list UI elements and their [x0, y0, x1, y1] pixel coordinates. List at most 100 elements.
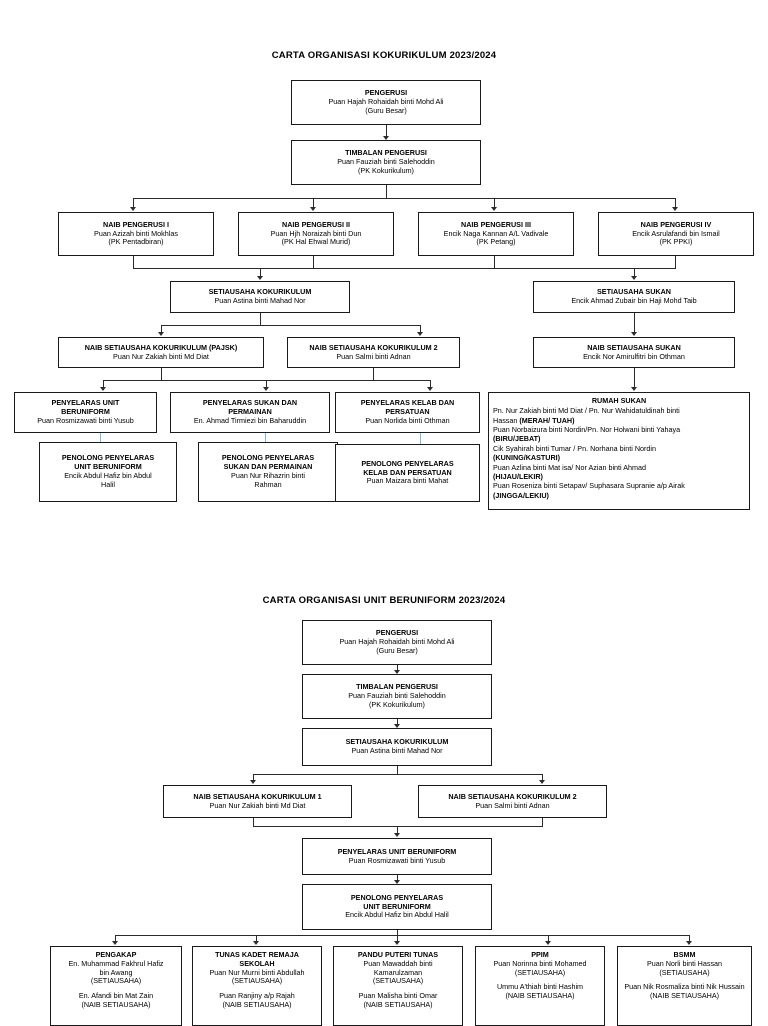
- connector-penysukan-to-penolong: [265, 433, 267, 442]
- node-setiausaha-sukan: SETIAUSAHA SUKAN Encik Ahmad Zubair bin …: [533, 281, 735, 313]
- connector2-naibset2-drop: [542, 774, 544, 782]
- unit-2-line3: (SETIAUSAHA): [231, 976, 283, 986]
- connector2-unit4-drop: [548, 935, 550, 943]
- node2-pengerusi-line2: (Guru Besar): [376, 645, 418, 655]
- rumah-sukan-line-9: Puan Roseniza binti Setapav/ Suphasara S…: [493, 481, 685, 491]
- arrow-naib4: [671, 207, 678, 211]
- rumah-sukan-line-3: Puan Norbaizura binti Nordin/Pn. Nor Hol…: [493, 425, 681, 435]
- rumah-sukan-line-1: Pn. Nur Zakiah binti Md Diat / Pn. Nur W…: [493, 406, 680, 416]
- arrow-penyelaras-kelab: [426, 387, 433, 391]
- arrow-naib1: [129, 207, 136, 211]
- unit-2-head1: TUNAS KADET REMAJA: [215, 950, 299, 959]
- unit-5-line3: (SETIAUSAHA): [659, 967, 710, 977]
- node2-timbalan-line1: Puan Fauziah binti Salehoddin: [348, 691, 446, 701]
- node-pengerusi-line1: Puan Hajah Rohaidah binti Mohd Ali: [328, 97, 444, 107]
- unit-3-line3: (SETIAUSAHA): [372, 976, 424, 986]
- arrow2-penyelaras-unit: [393, 833, 400, 837]
- connector-setko-down: [260, 313, 262, 326]
- node-naib-pengerusi-1: NAIB PENGERUSI I Puan Azizah binti Mokhl…: [58, 212, 214, 256]
- node-penykelab-line1: Puan Norlida binti Othman: [365, 415, 450, 425]
- node-naib2-line1: Puan Hjh Noraizah binti Dun: [270, 228, 362, 238]
- connector2-naibset2-up: [542, 818, 544, 827]
- node-penounit-head2: UNIT BERUNIFORM: [74, 462, 142, 472]
- arrow2-unit-1: [111, 941, 118, 945]
- node-setsukan-line1: Encik Ahmad Zubair bin Haji Mohd Taib: [571, 296, 697, 305]
- node-setko-head: SETIAUSAHA KOKURIKULUM: [208, 287, 312, 297]
- connector-naibsetko1-down: [161, 368, 163, 381]
- connector-naibset1-drop: [161, 325, 163, 334]
- node-setiausaha-kokurikulum: SETIAUSAHA KOKURIKULUM Puan Astina binti…: [170, 281, 350, 313]
- node2-timbalan-pengerusi: TIMBALAN PENGERUSI Puan Fauziah binti Sa…: [302, 674, 492, 719]
- node-naib4-line2: (PK PPKI): [659, 237, 693, 247]
- node-penysukan-head2: PERMAINAN: [228, 407, 272, 417]
- node-naib-pengerusi-4: NAIB PENGERUSI IV Encik Asrulafandi bin …: [598, 212, 754, 256]
- node-penounit-line1: Encik Abdul Hafiz bin Abdul: [64, 471, 152, 480]
- node-penyunit-head1: PENYELARAS UNIT: [51, 398, 120, 408]
- node-penyunit-line1: Puan Rosmizawati binti Yusub: [37, 415, 134, 425]
- arrow-rumah-sukan: [630, 387, 637, 391]
- org-chart-unit-beruniform: CARTA ORGANISASI UNIT BERUNIFORM 2023/20…: [0, 560, 768, 1026]
- rumah-sukan-line-5: Cik Syahirah binti Tumar / Pn. Norhana b…: [493, 443, 656, 453]
- node-penosukan-head2: SUKAN DAN PERMAINAN: [223, 462, 313, 472]
- rumah-sukan-line-2: Hassan (MERAH/ TUAH): [493, 415, 575, 425]
- rumah-sukan-line-list: Pn. Nur Zakiah binti Md Diat / Pn. Nur W…: [493, 406, 745, 500]
- connector2-penyelaras-drop: [397, 826, 399, 835]
- connector2-unit1-drop: [115, 935, 117, 943]
- node-penokelab-head2: KELAB DAN PERSATUAN: [363, 467, 452, 477]
- node2-naibset1-head: NAIB SETIAUSAHA KOKURIKULUM 1: [193, 791, 322, 801]
- node-naib-setiausaha-kokurikulum-2: NAIB SETIAUSAHA KOKURIKULUM 2 Puan Salmi…: [287, 337, 460, 368]
- arrow2-penolong-unit: [393, 880, 400, 884]
- connector-pengerusi-timbalan: [386, 125, 388, 139]
- node-penosukan-head1: PENOLONG PENYELARAS: [221, 453, 315, 463]
- connector2-timbalan-setko: [397, 719, 399, 727]
- connector-timbalan-down: [386, 185, 388, 199]
- arrow-naibset-2: [416, 332, 423, 336]
- connector-naib1-drop: [133, 198, 135, 209]
- arrow2-unit-3: [393, 941, 400, 945]
- rumah-sukan-line-8: (HIJAU/LEKIR): [493, 471, 543, 481]
- arrow2-timbalan: [393, 670, 400, 674]
- node-timbalan-head: TIMBALAN PENGERUSI: [345, 148, 427, 158]
- node2-setiausaha-kokurikulum: SETIAUSAHA KOKURIKULUM Puan Astina binti…: [302, 728, 492, 766]
- connector-naib2-up: [313, 256, 315, 269]
- connector-naibsetsukan-down: [634, 368, 636, 389]
- connector-penyunit-drop: [103, 380, 105, 389]
- unit-3-line4: Puan Malisha binti Omar: [358, 991, 438, 1001]
- node-penolong-penyelaras-sukan-permainan: PENOLONG PENYELARAS SUKAN DAN PERMAINAN …: [198, 442, 338, 502]
- node-setko-line1: Puan Astina binti Mahad Nor: [214, 296, 306, 305]
- arrow-timbalan: [382, 136, 389, 140]
- node2-naib-setiausaha-2: NAIB SETIAUSAHA KOKURIKULUM 2 Puan Salmi…: [418, 785, 607, 818]
- arrow2-naibset-2: [538, 780, 545, 784]
- unit-3-line1: Puan Mawaddah binti: [363, 958, 433, 968]
- node-penounit-line2: Halil: [101, 479, 115, 489]
- node2-setko-line1: Puan Astina binti Mahad Nor: [351, 746, 443, 755]
- node-penosukan-line2: Rahman: [254, 479, 282, 489]
- unit-5-line1: Puan Norli binti Hassan: [646, 958, 723, 968]
- unit-1-line3: (SETIAUSAHA): [90, 976, 142, 986]
- node-setsukan-head: SETIAUSAHA SUKAN: [596, 287, 671, 297]
- node-naib1-line2: (PK Pentadbiran): [108, 237, 164, 247]
- node-timbalan-line2: (PK Kokurikulum): [358, 165, 414, 175]
- chart2-title: CARTA ORGANISASI UNIT BERUNIFORM 2023/20…: [262, 595, 506, 606]
- chart1-title: CARTA ORGANISASI KOKURIKULUM 2023/2024: [271, 50, 497, 61]
- node-naib4-head: NAIB PENGERUSI IV: [640, 219, 712, 229]
- connector-penykelab-to-penolong: [420, 433, 422, 444]
- node-naib2-line2: (PK Hal Ehwal Murid): [281, 237, 351, 247]
- node2-setko-head: SETIAUSAHA KOKURIKULUM: [345, 737, 449, 747]
- node2-penyunit-line1: Puan Rosmizawati binti Yusub: [348, 855, 446, 865]
- arrow-setiausaha-kokurikulum: [256, 276, 263, 280]
- unit-1-head1: PENGAKAP: [95, 950, 137, 959]
- unit-1-line2: bin Awang: [99, 967, 133, 977]
- node2-penolong-penyelaras-unit-beruniform: PENOLONG PENYELARAS UNIT BERUNIFORM Enci…: [302, 884, 492, 930]
- arrow-naibset-1: [157, 332, 164, 336]
- node-naib1-line1: Puan Azizah binti Mokhlas: [94, 228, 178, 238]
- node2-pengerusi: PENGERUSI Puan Hajah Rohaidah binti Mohd…: [302, 620, 492, 665]
- node2-timbalan-head: TIMBALAN PENGERUSI: [356, 682, 438, 692]
- connector-naib3-drop: [494, 198, 496, 209]
- node-penyunit-head2: BERUNIFORM: [61, 407, 110, 417]
- connector2-unit3-drop: [397, 935, 399, 943]
- rumah-sukan-line-10: (JINGGA/LEKIU): [493, 490, 549, 500]
- arrow2-unit-4: [544, 941, 551, 945]
